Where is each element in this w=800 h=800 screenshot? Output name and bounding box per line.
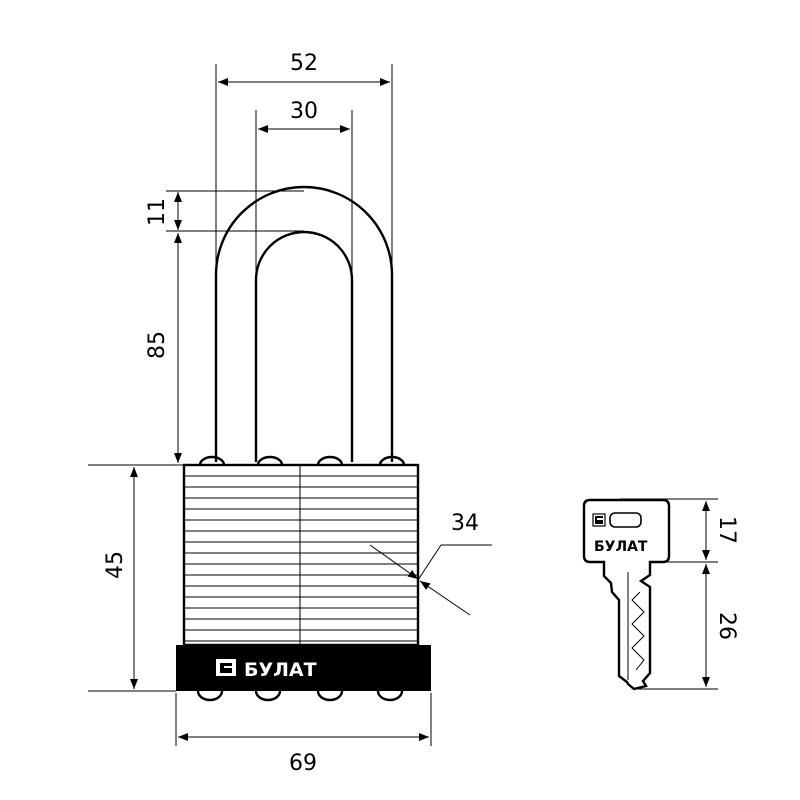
- dimension-key-blade: 26: [636, 564, 739, 690]
- dimension-shackle-inner-width: 30: [255, 99, 353, 275]
- dimension-shackle-outer-width: 52: [215, 51, 393, 272]
- band-brand-label: БУЛАТ: [244, 659, 317, 681]
- band-logo-icon: [216, 659, 236, 676]
- dimension-label-34: 34: [451, 511, 479, 536]
- dimension-label-69: 69: [289, 751, 317, 776]
- dimension-label-85: 85: [145, 331, 170, 359]
- shackle: [214, 185, 394, 462]
- dimension-label-11: 11: [145, 198, 170, 226]
- top-rivets: [198, 455, 406, 466]
- lamination-lines: [185, 475, 417, 642]
- dimension-body-height: 45: [88, 464, 183, 692]
- key: БУЛАТ: [582, 498, 671, 691]
- lock-body: [182, 463, 420, 647]
- key-brand-label: БУЛАТ: [594, 539, 648, 555]
- key-outline: [582, 498, 671, 691]
- key-logo-icon: [592, 513, 606, 527]
- bottom-band: БУЛАТ: [176, 645, 431, 691]
- dimension-shackle-clearance: 85: [145, 233, 182, 463]
- bottom-rivets: [196, 690, 404, 702]
- dimension-label-30: 30: [290, 99, 318, 124]
- dimension-label-45: 45: [103, 551, 128, 579]
- dimension-label-52: 52: [290, 51, 318, 76]
- dimension-shackle-thickness: 11: [145, 190, 304, 232]
- dimension-body-thickness: 34: [369, 511, 492, 616]
- dimension-label-17: 17: [714, 516, 739, 544]
- dimension-key-head: 17: [620, 498, 739, 563]
- dimension-label-26: 26: [714, 612, 739, 640]
- dimension-body-width: 69: [175, 693, 432, 776]
